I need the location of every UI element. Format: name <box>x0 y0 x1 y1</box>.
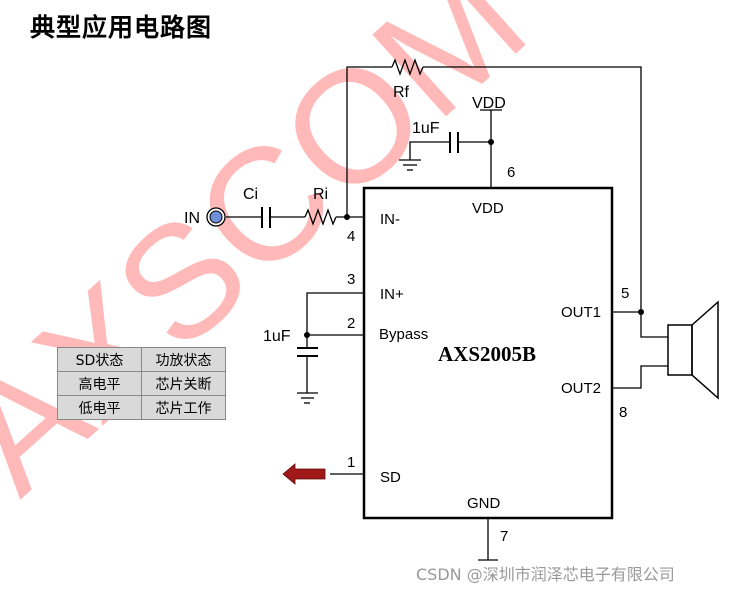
pin-label-gnd: GND <box>467 495 501 512</box>
ri-resistor <box>304 208 337 226</box>
pin-label-out1: OUT1 <box>561 304 601 321</box>
bypass-cap-label: 1uF <box>263 328 291 345</box>
arrow-left-icon <box>282 463 326 485</box>
pin-number-1: 1 <box>347 454 355 471</box>
table-row: 低电平 芯片工作 <box>57 395 226 420</box>
page-title: 典型应用电路图 <box>30 13 213 42</box>
table-cell: 功放状态 <box>141 347 226 372</box>
ci-label: Ci <box>243 186 258 203</box>
pin-label-in-minus: IN- <box>380 211 400 228</box>
junction-dots <box>304 139 644 338</box>
table-cell: 芯片工作 <box>141 395 226 420</box>
ri-label: Ri <box>313 186 328 203</box>
rf-resistor <box>391 58 424 76</box>
speaker-body <box>667 324 693 376</box>
vdd-cap-ground-wire <box>409 141 450 160</box>
pin-number-3: 3 <box>347 271 355 288</box>
svg-text:AXSCOM: AXSCOM <box>0 0 558 525</box>
pin-number-5: 5 <box>621 285 629 302</box>
input-label: IN <box>184 210 200 227</box>
vdd-supply-label: VDD <box>472 95 506 112</box>
rf-label: Rf <box>393 84 410 101</box>
feedback-wire-right <box>423 66 642 312</box>
in-plus-wire <box>306 292 364 335</box>
pin-number-4: 4 <box>347 228 355 245</box>
pin-label-out2: OUT2 <box>561 380 601 397</box>
pin-label-sd: SD <box>380 469 401 486</box>
table-row: SD状态 功放状态 <box>57 347 226 372</box>
pin-label-in-plus: IN+ <box>380 286 404 303</box>
sd-state-table: SD状态 功放状态 高电平 芯片关断 低电平 芯片工作 <box>57 347 226 420</box>
table-cell: 芯片关断 <box>141 371 226 396</box>
input-port-icon <box>206 207 226 227</box>
watermark: AXSCOM <box>0 0 558 525</box>
table-cell: SD状态 <box>57 347 142 372</box>
speaker-minus-wire <box>612 365 668 389</box>
footer-credit: CSDN @深圳市润泽芯电子有限公司 <box>416 565 675 584</box>
speaker-cone <box>691 300 719 400</box>
pin-label-vdd: VDD <box>472 200 504 217</box>
pin-number-8: 8 <box>619 404 627 421</box>
table-cell: 低电平 <box>57 395 142 420</box>
chip-name: AXS2005B <box>438 342 536 366</box>
pin-number-2: 2 <box>347 315 355 332</box>
pin-number-7: 7 <box>500 528 508 545</box>
table-cell: 高电平 <box>57 371 142 396</box>
table-row: 高电平 芯片关断 <box>57 371 226 396</box>
feedback-wire-left <box>346 66 392 217</box>
vdd-cap-label: 1uF <box>412 120 440 137</box>
pin-number-6: 6 <box>507 164 515 181</box>
pin-label-bypass: Bypass <box>379 326 428 343</box>
speaker-plus-wire <box>640 312 668 338</box>
